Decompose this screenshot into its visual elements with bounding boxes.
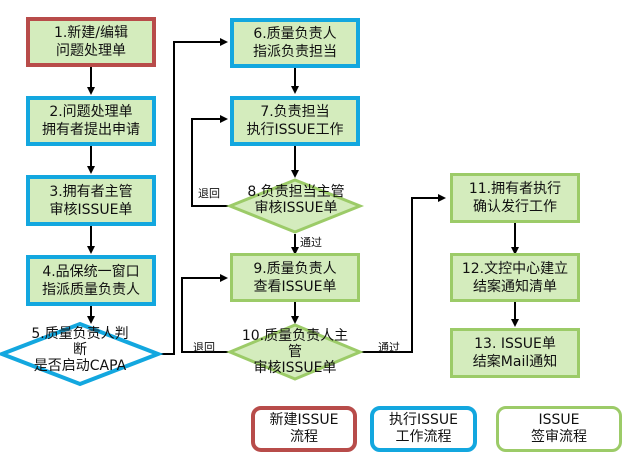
node-4-qa-assign: 4.品保统一窗口 指派质量负责人 [26, 255, 156, 306]
node-10-quality-manager-review: 10.质量负责人主 管 审核ISSUE单 [241, 328, 349, 376]
edge-label-return-10: 退回 [193, 341, 215, 354]
edge-label-return-8: 退回 [198, 187, 220, 200]
legend-new-issue-flow: 新建ISSUE 流程 [251, 406, 357, 452]
edge-label-pass-8: 通过 [300, 236, 322, 249]
legend-review-flow: ISSUE 签审流程 [496, 406, 622, 452]
arrow-8-7-back [191, 115, 230, 207]
decision-diamond-5 [0, 321, 164, 387]
node-2-owner-submit: 2.问题处理单 拥有者提出申请 [26, 96, 156, 146]
node-13-close-mail: 13. ISSUE单 结案Mail通知 [450, 328, 580, 378]
edge-label-pass-10: 通过 [378, 341, 400, 354]
legend-execute-issue-flow: 执行ISSUE 工作流程 [370, 406, 477, 452]
node-6-assign-handler: 6.质量负责人 指派负责担当 [230, 18, 360, 68]
arrow-10-11 [360, 194, 446, 353]
decision-diamond-8 [225, 178, 365, 234]
node-3-owner-manager-review: 3.拥有者主管 审核ISSUE单 [26, 175, 156, 226]
node-5-capa-decision: 5.质量负责人判 断 是否启动CAPA [31, 326, 129, 374]
decision-diamond-10 [226, 323, 364, 381]
node-12-doc-center-list: 12.文控中心建立 结案通知清单 [450, 253, 580, 302]
node-11-owner-confirm: 11.拥有者执行 确认发行工作 [450, 173, 580, 223]
node-1-new-edit-issue: 1.新建/编辑 问题处理单 [26, 17, 156, 67]
arrow-10-9-back [181, 274, 230, 353]
node-9-quality-view: 9.质量负责人 查看ISSUE单 [230, 253, 360, 302]
arrow-5-6 [159, 38, 228, 355]
node-8-handler-manager-review: 8.负责担当主管 审核ISSUE单 [247, 184, 345, 216]
node-7-execute-issue: 7.负责担当 执行ISSUE工作 [230, 96, 360, 146]
